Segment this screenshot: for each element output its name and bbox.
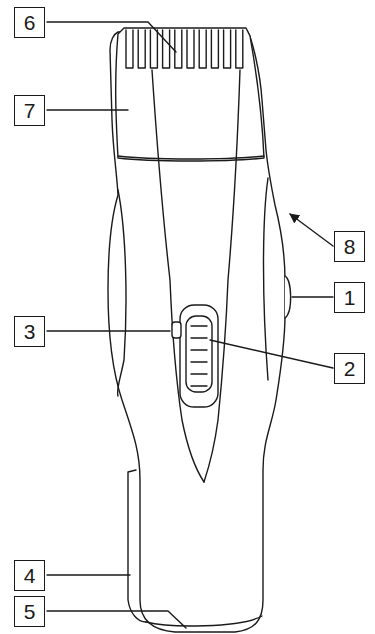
bottom-edge — [146, 616, 262, 626]
front-contour — [152, 70, 204, 482]
slider-ridge — [191, 325, 207, 326]
comb-tooth — [224, 30, 231, 68]
comb-tooth — [126, 30, 133, 68]
leader-line — [47, 574, 130, 575]
leader-line — [47, 330, 170, 331]
comb-tooth — [163, 30, 170, 68]
callout-number: 1 — [334, 282, 365, 313]
comb-tooth — [187, 30, 194, 68]
slider-ridge — [191, 349, 207, 350]
comb-tooth — [211, 30, 218, 68]
front-contour — [204, 70, 240, 482]
leader-line — [47, 22, 176, 52]
comb-tooth — [138, 30, 145, 68]
side-button — [285, 276, 291, 318]
side-knob — [172, 322, 181, 338]
leader-line — [47, 109, 128, 110]
callout-number: 6 — [14, 7, 45, 38]
leader-line — [47, 611, 186, 628]
callout-number: 2 — [334, 353, 365, 384]
leader-arrow — [290, 214, 333, 246]
leader-line — [292, 296, 333, 297]
lower-grip — [128, 470, 146, 622]
comb-base-line — [118, 156, 264, 159]
comb-tooth — [175, 30, 182, 68]
slider-ridge — [191, 361, 207, 362]
slider-knob — [186, 316, 212, 392]
comb-tooth — [199, 30, 206, 68]
slider-ridges — [191, 326, 207, 386]
comb-tooth — [150, 30, 157, 68]
slider-switch — [180, 305, 218, 407]
comb-tooth — [236, 30, 243, 68]
comb-attachment — [116, 28, 264, 161]
slider-ridge — [191, 337, 207, 338]
callout-number: 4 — [14, 560, 45, 591]
leader-line — [210, 340, 333, 368]
slider-ridge — [191, 385, 207, 386]
side-grip — [117, 190, 126, 396]
slider-ridge — [191, 373, 207, 374]
callout-number: 5 — [14, 596, 45, 627]
side-grip — [264, 178, 269, 380]
callout-number: 7 — [14, 95, 45, 126]
comb-teeth — [126, 30, 243, 68]
callout-number: 8 — [334, 231, 365, 262]
callout-number: 3 — [14, 316, 45, 347]
